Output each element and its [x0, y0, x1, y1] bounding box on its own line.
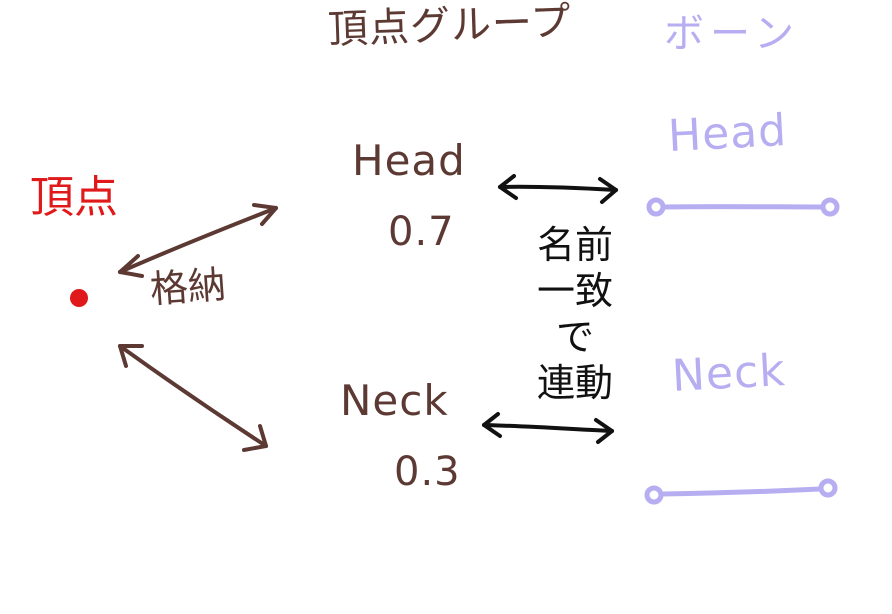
link-note-line: 連動: [536, 361, 613, 405]
group-head-weight: 0.7: [388, 209, 455, 255]
bone-neck-name: Neck: [670, 345, 787, 402]
bone-header: ボーン: [664, 11, 800, 57]
arrow-vertex-neck: [118, 344, 268, 452]
arrow-head-link: [498, 174, 618, 204]
arrow-neck-link: [482, 412, 614, 444]
arrow-vertex-head: [118, 203, 278, 278]
bone-head-shape: [646, 197, 840, 217]
link-note: 名前 一致 で 連動: [520, 222, 630, 406]
vertex-dot: [70, 289, 88, 307]
group-head-name: Head: [352, 136, 466, 185]
group-neck-name: Neck: [340, 376, 449, 425]
group-neck-weight: 0.3: [394, 449, 461, 495]
bone-head-name: Head: [666, 104, 789, 163]
storage-label: 格納: [148, 262, 228, 312]
link-note-line: 一致: [536, 269, 613, 313]
link-note-line: で: [555, 315, 594, 359]
bone-neck-shape: [644, 478, 838, 505]
vertex-group-header: 頂点グループ: [327, 0, 573, 54]
vertex-label: 頂点: [30, 172, 118, 223]
link-note-line: 名前: [536, 223, 613, 267]
